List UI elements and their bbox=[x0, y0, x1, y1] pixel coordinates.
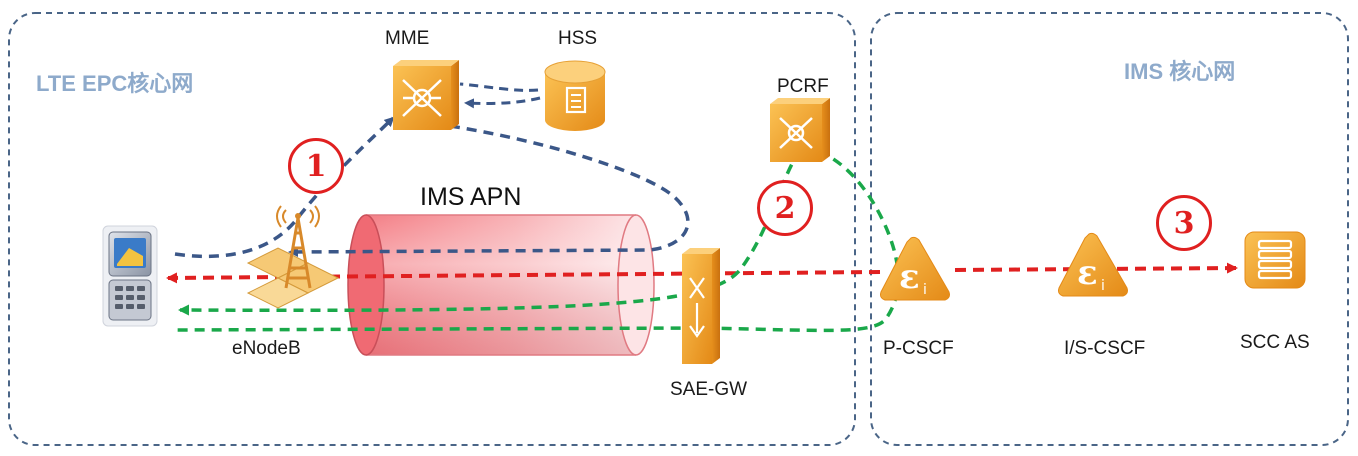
step-3-marker: 3 bbox=[1156, 195, 1212, 251]
hss-database-icon bbox=[544, 60, 606, 131]
pcrf-server-icon bbox=[770, 98, 830, 162]
mme-to-hss-flow bbox=[464, 96, 541, 109]
epc-region-border bbox=[8, 12, 856, 446]
is-cscf-node-icon: ε i bbox=[1058, 232, 1128, 297]
step-1-marker: 1 bbox=[288, 138, 344, 194]
ims-apn-tunnel bbox=[347, 214, 655, 356]
sae-gw-gateway-icon bbox=[682, 248, 720, 364]
ue-phone-icon bbox=[102, 225, 158, 327]
sae-gw-label: SAE-GW bbox=[670, 379, 748, 400]
step-2-marker: 2 bbox=[757, 180, 813, 236]
epc-region-title: LTE EPC核心网 bbox=[36, 71, 194, 96]
mme-router-icon bbox=[393, 60, 459, 130]
p-cscf-node-icon: ε i bbox=[880, 236, 950, 301]
enodeb-tower-icon bbox=[246, 205, 340, 309]
sip-signalling-to-scc-as bbox=[954, 262, 1238, 274]
pcrf-label: PCRF bbox=[777, 76, 829, 97]
scc-as-label: SCC AS bbox=[1240, 332, 1310, 353]
p-cscf-label: P-CSCF bbox=[883, 338, 954, 359]
is-cscf-symbol: ε bbox=[1077, 253, 1098, 293]
is-cscf-subscript: i bbox=[1101, 278, 1105, 294]
p-cscf-symbol: ε bbox=[899, 257, 920, 297]
default-bearer-flow bbox=[288, 124, 690, 257]
hss-label: HSS bbox=[558, 28, 598, 49]
mme-label: MME bbox=[385, 28, 430, 49]
is-cscf-label: I/S-CSCF bbox=[1064, 338, 1146, 359]
scc-as-server-icon bbox=[1244, 231, 1306, 289]
hss-to-mme-flow bbox=[459, 82, 539, 92]
ims-region-title: IMS 核心网 bbox=[1124, 59, 1236, 84]
ims-region-border bbox=[870, 12, 1349, 446]
enodeb-label: eNodeB bbox=[232, 338, 301, 359]
ims-apn-label: IMS APN bbox=[420, 183, 522, 211]
p-cscf-subscript: i bbox=[923, 282, 927, 298]
pcrf-dedicated-bearer-flow bbox=[174, 145, 900, 333]
sip-signalling-to-ue bbox=[166, 270, 881, 284]
